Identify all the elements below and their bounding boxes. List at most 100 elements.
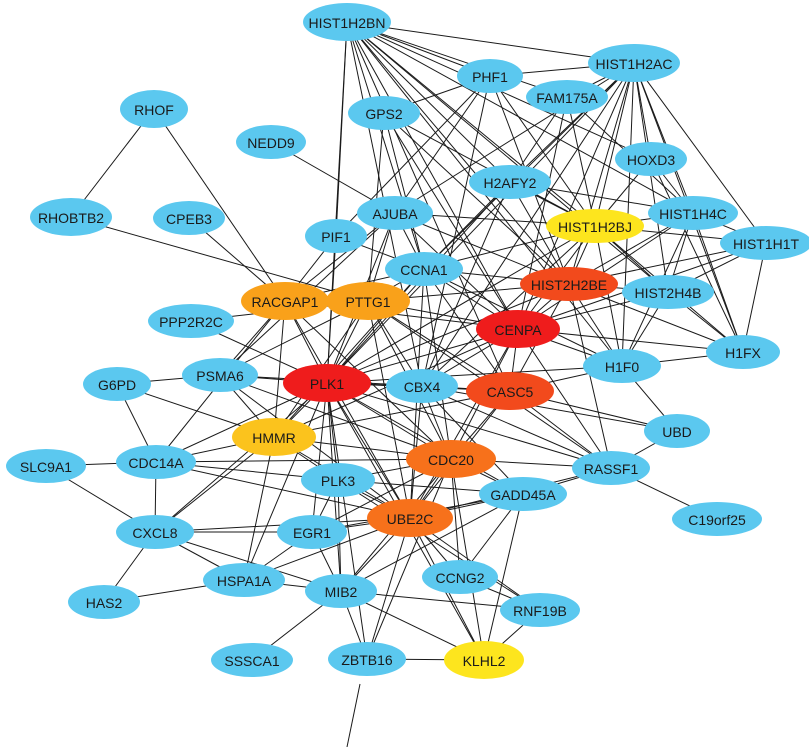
node-shape-cxcl8[interactable] (116, 515, 194, 549)
node-shape-ube2c[interactable] (367, 499, 453, 537)
node-hist1h2bn[interactable]: HIST1H2BN (303, 3, 391, 41)
node-shape-psma6[interactable] (182, 358, 258, 392)
node-shape-hist2h4b[interactable] (622, 275, 714, 309)
node-shape-h1f0[interactable] (583, 349, 661, 383)
node-shape-pif1[interactable] (305, 219, 367, 253)
node-ppp2r2c[interactable]: PPP2R2C (148, 304, 234, 338)
node-pttg1[interactable]: PTTG1 (326, 282, 410, 320)
node-shape-ubd[interactable] (644, 414, 710, 448)
node-shape-cbx4[interactable] (386, 369, 458, 403)
node-ccna1[interactable]: CCNA1 (385, 252, 463, 286)
node-shape-slc9a1[interactable] (6, 449, 86, 483)
node-shape-rassf1[interactable] (572, 451, 650, 485)
node-klhl2[interactable]: KLHL2 (444, 641, 524, 679)
node-hist1h1t[interactable]: HIST1H1T (720, 226, 809, 260)
node-shape-cpeb3[interactable] (153, 201, 225, 235)
node-slc9a1[interactable]: SLC9A1 (6, 449, 86, 483)
node-shape-h2afy2[interactable] (469, 165, 551, 199)
node-shape-has2[interactable] (68, 585, 140, 619)
node-h1f0[interactable]: H1F0 (583, 349, 661, 383)
node-pif1[interactable]: PIF1 (305, 219, 367, 253)
node-rnf19b[interactable]: RNF19B (500, 593, 580, 627)
node-rhof[interactable]: RHOF (120, 90, 188, 128)
node-ubd[interactable]: UBD (644, 414, 710, 448)
node-shape-gps2[interactable] (348, 96, 420, 130)
node-shape-hist1h2bj[interactable] (546, 209, 644, 243)
node-shape-cdc20[interactable] (406, 440, 496, 478)
node-sssca1[interactable]: SSSCA1 (211, 643, 293, 677)
node-has2[interactable]: HAS2 (68, 585, 140, 619)
node-shape-cdc14a[interactable] (116, 445, 196, 479)
node-rassf1[interactable]: RASSF1 (572, 451, 650, 485)
node-gps2[interactable]: GPS2 (348, 96, 420, 130)
node-cxcl8[interactable]: CXCL8 (116, 515, 194, 549)
node-hist2h4b[interactable]: HIST2H4B (622, 275, 714, 309)
node-hist1h2ac[interactable]: HIST1H2AC (588, 44, 680, 82)
node-hoxd3[interactable]: HOXD3 (615, 142, 687, 176)
node-h1fx[interactable]: H1FX (706, 335, 780, 369)
node-shape-ajuba[interactable] (357, 196, 433, 230)
node-shape-h1fx[interactable] (706, 335, 780, 369)
node-ajuba[interactable]: AJUBA (357, 196, 433, 230)
node-shape-hist1h2bn[interactable] (303, 3, 391, 41)
node-egr1[interactable]: EGR1 (277, 515, 347, 549)
node-shape-hspa1a[interactable] (203, 563, 285, 597)
node-shape-hist1h1t[interactable] (720, 226, 809, 260)
node-hmmr[interactable]: HMMR (232, 418, 316, 456)
node-g6pd[interactable]: G6PD (83, 367, 151, 401)
node-shape-plk3[interactable] (301, 463, 375, 497)
node-shape-klhl2[interactable] (444, 641, 524, 679)
node-shape-rhobtb2[interactable] (30, 198, 112, 236)
node-shape-hmmr[interactable] (232, 418, 316, 456)
node-shape-c19orf25[interactable] (672, 502, 762, 536)
node-hist1h2bj[interactable]: HIST1H2BJ (546, 209, 644, 243)
node-shape-sssca1[interactable] (211, 643, 293, 677)
node-c19orf25[interactable]: C19orf25 (672, 502, 762, 536)
node-shape-egr1[interactable] (277, 515, 347, 549)
node-shape-hoxd3[interactable] (615, 142, 687, 176)
node-shape-phf1[interactable] (457, 59, 523, 93)
node-shape-rnf19b[interactable] (500, 593, 580, 627)
node-shape-g6pd[interactable] (83, 367, 151, 401)
node-hist1h4c[interactable]: HIST1H4C (648, 196, 738, 230)
node-plk1[interactable]: PLK1 (283, 364, 371, 402)
node-cbx4[interactable]: CBX4 (386, 369, 458, 403)
node-shape-ccna1[interactable] (385, 252, 463, 286)
node-shape-nedd9[interactable] (236, 125, 306, 159)
node-h2afy2[interactable]: H2AFY2 (469, 165, 551, 199)
node-shape-ppp2r2c[interactable] (148, 304, 234, 338)
node-shape-gadd45a[interactable] (479, 477, 567, 511)
node-nedd9[interactable]: NEDD9 (236, 125, 306, 159)
node-shape-pttg1[interactable] (326, 282, 410, 320)
node-ube2c[interactable]: UBE2C (367, 499, 453, 537)
node-shape-ccng2[interactable] (422, 560, 498, 594)
node-shape-hist1h2ac[interactable] (588, 44, 680, 82)
node-shape-hist2h2be[interactable] (520, 267, 618, 301)
node-phf1[interactable]: PHF1 (457, 59, 523, 93)
node-ccng2[interactable]: CCNG2 (422, 560, 498, 594)
node-shape-rhof[interactable] (120, 90, 188, 128)
node-shape-plk1[interactable] (283, 364, 371, 402)
node-hspa1a[interactable]: HSPA1A (203, 563, 285, 597)
node-casc5[interactable]: CASC5 (466, 372, 554, 410)
node-racgap1[interactable]: RACGAP1 (241, 282, 329, 320)
node-shape-casc5[interactable] (466, 372, 554, 410)
node-hist2h2be[interactable]: HIST2H2BE (520, 267, 618, 301)
node-shape-hist1h4c[interactable] (648, 196, 738, 230)
node-gadd45a[interactable]: GADD45A (479, 477, 567, 511)
node-mib2[interactable]: MIB2 (305, 574, 377, 608)
node-cpeb3[interactable]: CPEB3 (153, 201, 225, 235)
node-zbtb16[interactable]: ZBTB16 (328, 642, 406, 676)
node-plk3[interactable]: PLK3 (301, 463, 375, 497)
node-shape-fam175a[interactable] (526, 80, 608, 114)
node-cdc14a[interactable]: CDC14A (116, 445, 196, 479)
node-shape-zbtb16[interactable] (328, 642, 406, 676)
node-shape-mib2[interactable] (305, 574, 377, 608)
node-cdc20[interactable]: CDC20 (406, 440, 496, 478)
node-psma6[interactable]: PSMA6 (182, 358, 258, 392)
node-fam175a[interactable]: FAM175A (526, 80, 608, 114)
node-cenpa[interactable]: CENPA (476, 310, 560, 348)
node-rhobtb2[interactable]: RHOBTB2 (30, 198, 112, 236)
node-shape-racgap1[interactable] (241, 282, 329, 320)
node-shape-cenpa[interactable] (476, 310, 560, 348)
